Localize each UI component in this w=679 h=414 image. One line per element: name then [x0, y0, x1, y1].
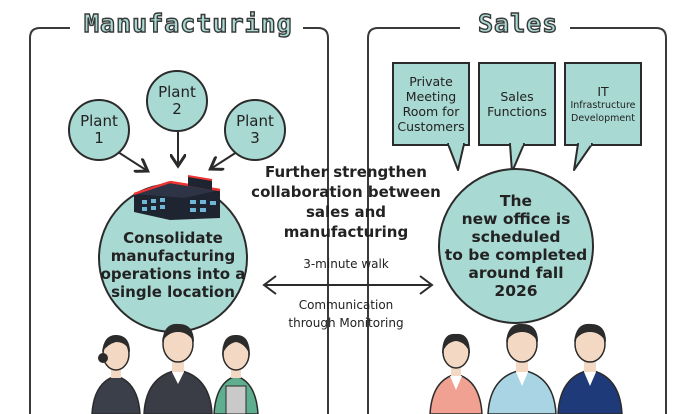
sales-title: Sales — [468, 8, 569, 40]
new-office-circle: The new office is scheduled to be comple… — [438, 168, 594, 324]
collaboration-heading: Further strengthen collaboration between… — [251, 163, 441, 241]
new-office-text: The — [499, 192, 533, 210]
factory-building-icon — [133, 175, 221, 220]
communication-label: Communication through Monitoring — [288, 298, 404, 330]
sales-staff-illustration — [429, 323, 623, 414]
sales-functions-bubble: Sales Functions — [478, 62, 556, 146]
manufacturing-title: Manufacturing — [74, 8, 303, 40]
private-meeting-room-bubble: Private Meeting Room for Customers — [392, 62, 470, 146]
double-arrow-icon — [262, 275, 434, 295]
it-infrastructure-bubble: IT Infrastructure Development — [564, 62, 642, 146]
walk-label: 3-minute walk — [303, 257, 389, 271]
manufacturing-staff-illustration — [91, 323, 259, 414]
consolidate-text: Consolidate — [123, 229, 223, 247]
